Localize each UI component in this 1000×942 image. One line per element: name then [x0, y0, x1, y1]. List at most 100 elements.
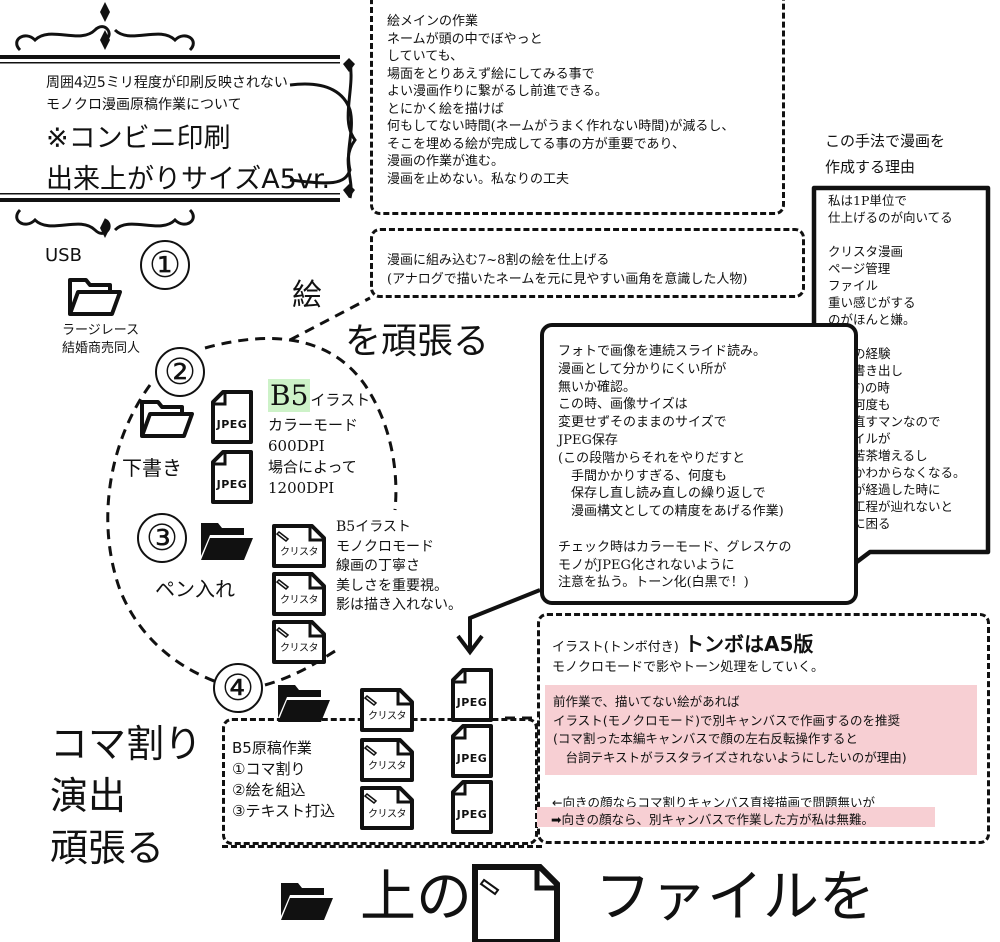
- finish-box: 漫画に組み込む7~8割の絵を仕上げる (アナログで描いたネームを元に見やすい画角を…: [370, 228, 805, 298]
- text-line: 手間かかりすぎる、何度も: [558, 468, 728, 484]
- text-line: とにかく絵を描けば: [387, 101, 505, 117]
- crista-file-icon: クリスタ: [360, 688, 414, 732]
- text-line: 重い感じがする: [828, 295, 916, 310]
- step-2-label: 下書き: [122, 456, 182, 480]
- text-line: (アナログで描いたネームを元に見やすい画角を意識した人物): [387, 272, 748, 287]
- usb-label: USB: [45, 245, 82, 266]
- reason-heading: この手法で漫画を作成する理由: [825, 128, 945, 180]
- jpeg-file-icon: JPEG: [450, 668, 494, 722]
- text-line: 前作業で、描いてない絵があれば: [553, 694, 740, 709]
- spec-line: カラーモード: [268, 416, 359, 434]
- text-line: 保存し直し読み直しの繰り返しで: [558, 486, 766, 502]
- text-line: この時、画像サイズは: [558, 397, 688, 413]
- text-line: 絵メインの作業: [387, 14, 479, 29]
- check-bubble: [540, 323, 858, 605]
- folder-black-icon: [278, 880, 334, 922]
- title-line-1: 周囲4辺5ミリ程度が印刷反映されない: [46, 75, 288, 91]
- koma-line: コマ割り: [50, 722, 203, 766]
- text-line: 何もしてない時間(ネームがうまく作れない時間)が減るし、: [387, 119, 735, 134]
- text-line: (コマ割った本編キャンバスで顔の左右反転操作すると: [553, 731, 858, 746]
- tombo-heading: トンボはA5版: [683, 632, 814, 656]
- jpeg-file-icon: JPEG: [210, 450, 254, 504]
- step-4-number: ④: [213, 663, 263, 713]
- tombo-pink-note: 前作業で、描いてない絵があればイラスト(モノクロモード)で別キャンバスで作画する…: [545, 685, 977, 775]
- text-line: この手法で漫画を: [825, 132, 946, 150]
- label-e: 絵: [292, 278, 322, 313]
- folder-black-icon: [198, 520, 254, 562]
- text-line: 漫画の作業が進む。: [387, 154, 505, 169]
- jpeg-file-icon: JPEG: [210, 390, 254, 444]
- text-line: (この段階からそれをやりだすと: [558, 450, 746, 466]
- crista-big-icon: [472, 864, 560, 942]
- text-line: 台詞テキストがラスタライズされないようにしたいのが理由): [553, 749, 907, 765]
- b5-highlight: B5: [268, 379, 311, 412]
- text-line: 漫画に組み込む7~8割の絵を仕上げる: [387, 253, 610, 268]
- text-line: 変更せずそのままのサイズで: [558, 415, 727, 431]
- text-line: 場面をとりあえず絵にしてみる事で: [387, 66, 595, 82]
- folder-open-icon: [138, 398, 194, 440]
- text-line: チェック時はカラーモード、グレスケの: [558, 539, 792, 555]
- crista-file-icon: クリスタ: [272, 620, 326, 664]
- jpeg-file-icon: JPEG: [450, 724, 494, 778]
- text-line: そこを埋める絵が完成してる事の方が重要であり、: [387, 136, 685, 152]
- text-line: 無いか確認。: [558, 379, 637, 395]
- text-line: イラスト(モノクロモード)で別キャンバスで作画するのを推奨: [553, 712, 901, 728]
- koma-line: 演出: [50, 774, 127, 818]
- text-line: JPEG保存: [558, 432, 618, 448]
- text-line: 私は1P単位で: [828, 193, 907, 208]
- text-line: よい漫画作りに繋がるし前進できる。: [387, 84, 608, 99]
- text-line: どれかわからなくなる。: [828, 465, 966, 480]
- tombo-line-2: モノクロモードで影やトーン処理をしていく。: [552, 660, 824, 675]
- step-3-label: ペン入れ: [155, 577, 235, 601]
- step-3-number: ③: [137, 513, 187, 563]
- text-line: 作業工程が辿れないと: [828, 499, 954, 514]
- text-line: していても、: [387, 49, 464, 64]
- text-line: 漫画を止めない。私なりの工夫: [387, 171, 570, 187]
- folder-black-icon: [275, 682, 331, 724]
- divider: [222, 845, 542, 848]
- koma-line: 頑張る: [50, 826, 165, 870]
- tombo-note-1: ←向きの顔ならコマ割りキャンバス直接描画で問題無いが: [552, 795, 875, 810]
- title-block: 周囲4辺5ミリ程度が印刷反映されない モノクロ漫画原稿作業について ※コンビニ印…: [46, 72, 330, 196]
- text-line: 漫画構文としての精度をあげる作業): [558, 504, 784, 520]
- jpeg-file-icon: JPEG: [450, 780, 494, 834]
- crista-file-icon: クリスタ: [272, 572, 326, 616]
- crista-file-icon: クリスタ: [272, 524, 326, 568]
- title-line-4: 出来上がりサイズA5vr.: [46, 164, 331, 195]
- tombo-box: [537, 613, 990, 844]
- step-4-spec: B5原稿作業 ①コマ割り ②絵を組込 ③テキスト打込: [232, 738, 335, 822]
- check-bubble-text: フォトで画像を連続スライド読み。漫画として分かりにくい所が無いか確認。この時、画…: [558, 343, 791, 592]
- tombo-note-2: ➡向きの顔なら、別キャンバスで作業した方が私は無難。: [537, 807, 935, 827]
- step-3-spec: B5イラスト モノクロモード 線画の丁寧さ 美しさを重要視。 影は描き入れない。: [336, 518, 462, 616]
- spec-line: ③テキスト打込: [232, 802, 335, 820]
- step-1-number: ①: [140, 240, 190, 290]
- spec-line: 場合によって: [268, 458, 357, 476]
- main-work-box: 絵メインの作業ネームが頭の中でぼやっとしていても、場面をとりあえず絵にしてみる事…: [370, 0, 785, 215]
- desc-line: 結婚商売同人: [62, 341, 141, 356]
- spec-line: 美しさを重要視。: [336, 577, 448, 594]
- folder-open-icon: [66, 276, 122, 318]
- desc-line: ラージレース: [62, 323, 140, 338]
- ornament-frame: [0, 2, 357, 238]
- crista-file-icon: クリスタ: [360, 738, 414, 782]
- text-line: 仕上げるのが向いてる: [828, 210, 953, 225]
- step-2-number: ②: [155, 347, 205, 397]
- text-line: クリスタ漫画: [828, 244, 904, 259]
- spec-line: 影は描き入れない。: [336, 597, 462, 613]
- text-line: ファイル: [828, 278, 879, 293]
- label-ganbaru: を頑張る: [345, 321, 490, 362]
- text-line: 漫画として分かりにくい所が: [558, 361, 727, 377]
- spec-line: ②絵を組込: [232, 781, 306, 799]
- spec-line: イラスト: [310, 391, 371, 409]
- text-line: 作成する理由: [825, 158, 916, 176]
- spec-line: B5イラスト: [336, 519, 411, 535]
- title-line-2: モノクロ漫画原稿作業について: [46, 97, 242, 113]
- text-line: フォトで画像を連続スライド読み。: [558, 344, 767, 359]
- bottom-caption-2: ファイルを: [595, 865, 875, 930]
- spec-line: 1200DPI: [268, 479, 335, 497]
- text-line: ページ管理: [828, 261, 891, 276]
- spec-line: 600DPI: [268, 437, 325, 455]
- bottom-caption-1: 上の: [360, 865, 472, 930]
- spec-line: ①コマ割り: [232, 760, 306, 778]
